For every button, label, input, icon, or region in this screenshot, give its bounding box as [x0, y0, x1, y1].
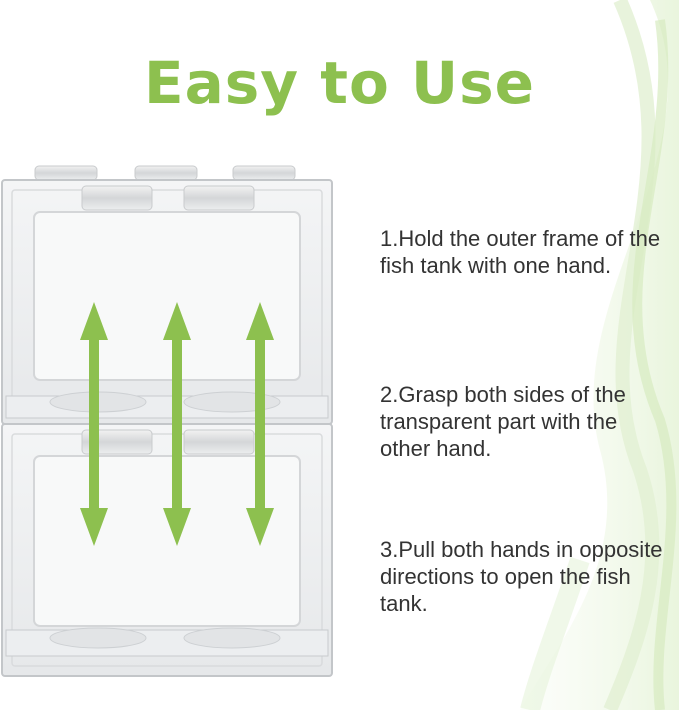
double-headed-vertical-arrow-icon	[246, 302, 274, 546]
fish-tank-illustration	[1, 165, 333, 677]
page-title: Easy to Use	[143, 49, 535, 117]
step-2-text: 2.Grasp both sides of the transparent pa…	[380, 382, 626, 461]
upper-tank	[1, 179, 333, 425]
top-knobs	[34, 165, 296, 181]
lower-tank	[1, 423, 333, 677]
double-headed-vertical-arrow-icon	[163, 302, 191, 546]
step-1-text: 1.Hold the outer frame of the fish tank …	[380, 226, 661, 278]
double-headed-vertical-arrow-icon	[80, 302, 108, 546]
step-3-text: 3.Pull both hands in opposite directions…	[380, 537, 663, 616]
